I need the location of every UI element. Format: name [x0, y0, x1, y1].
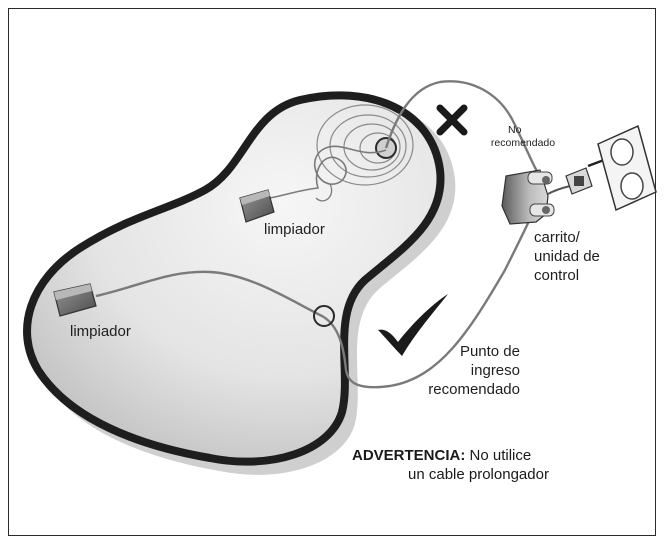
- cleaner-lower-icon: [53, 283, 97, 317]
- cable-not-recommended: [384, 80, 546, 186]
- warning-heading: ADVERTENCIA:: [352, 447, 466, 464]
- recommended-entry-point: [313, 305, 335, 327]
- entry-point-label: Punto de ingreso recomendado: [428, 343, 520, 398]
- warning-text-line2: un cable prolongador: [408, 466, 549, 483]
- cable-tangle: [269, 145, 387, 199]
- warning-note: ADVERTENCIA: No utilice un cable prolong…: [352, 446, 549, 484]
- pool-outline: [23, 91, 445, 466]
- cart-label: carrito/ unidad de control: [534, 229, 600, 284]
- cable-recommended: [95, 207, 537, 389]
- cleaner-upper-label: limpiador: [264, 221, 325, 238]
- warning-text-line1: No utilice: [469, 447, 532, 464]
- x-mark-icon: [436, 104, 468, 136]
- check-mark-icon: [378, 294, 448, 356]
- wall-outlet-icon: [597, 124, 657, 212]
- not-recommended-label: No recomendado: [490, 124, 556, 149]
- cleaner-upper-icon: [239, 189, 275, 223]
- cleaner-lower-label: limpiador: [70, 323, 131, 340]
- cart-control-unit-icon: [501, 169, 555, 225]
